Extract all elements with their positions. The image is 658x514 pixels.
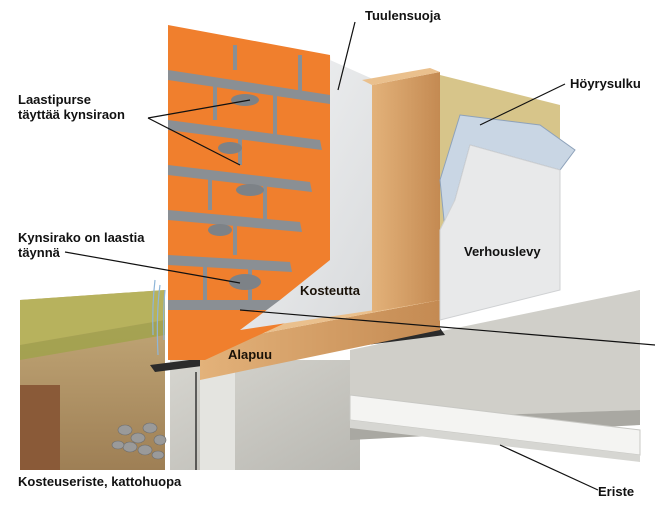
- label-verhouslevy: Verhouslevy: [464, 244, 541, 259]
- label-hoyrysulku: Höyrysulku: [570, 76, 641, 91]
- label-kosteuseriste: Kosteuseriste, kattohuopa: [18, 474, 181, 489]
- wall-stud: [362, 68, 440, 312]
- label-alapuu: Alapuu: [228, 347, 272, 362]
- label-eriste: Eriste: [598, 484, 634, 499]
- label-kynsirako: Kynsirako on laastia täynnä: [18, 230, 144, 260]
- label-laastipurse: Laastipurse täyttää kynsiraon: [18, 92, 125, 122]
- ground: [20, 290, 165, 470]
- label-tuulensuoja: Tuulensuoja: [365, 8, 441, 23]
- label-kosteutta: Kosteutta: [300, 283, 360, 298]
